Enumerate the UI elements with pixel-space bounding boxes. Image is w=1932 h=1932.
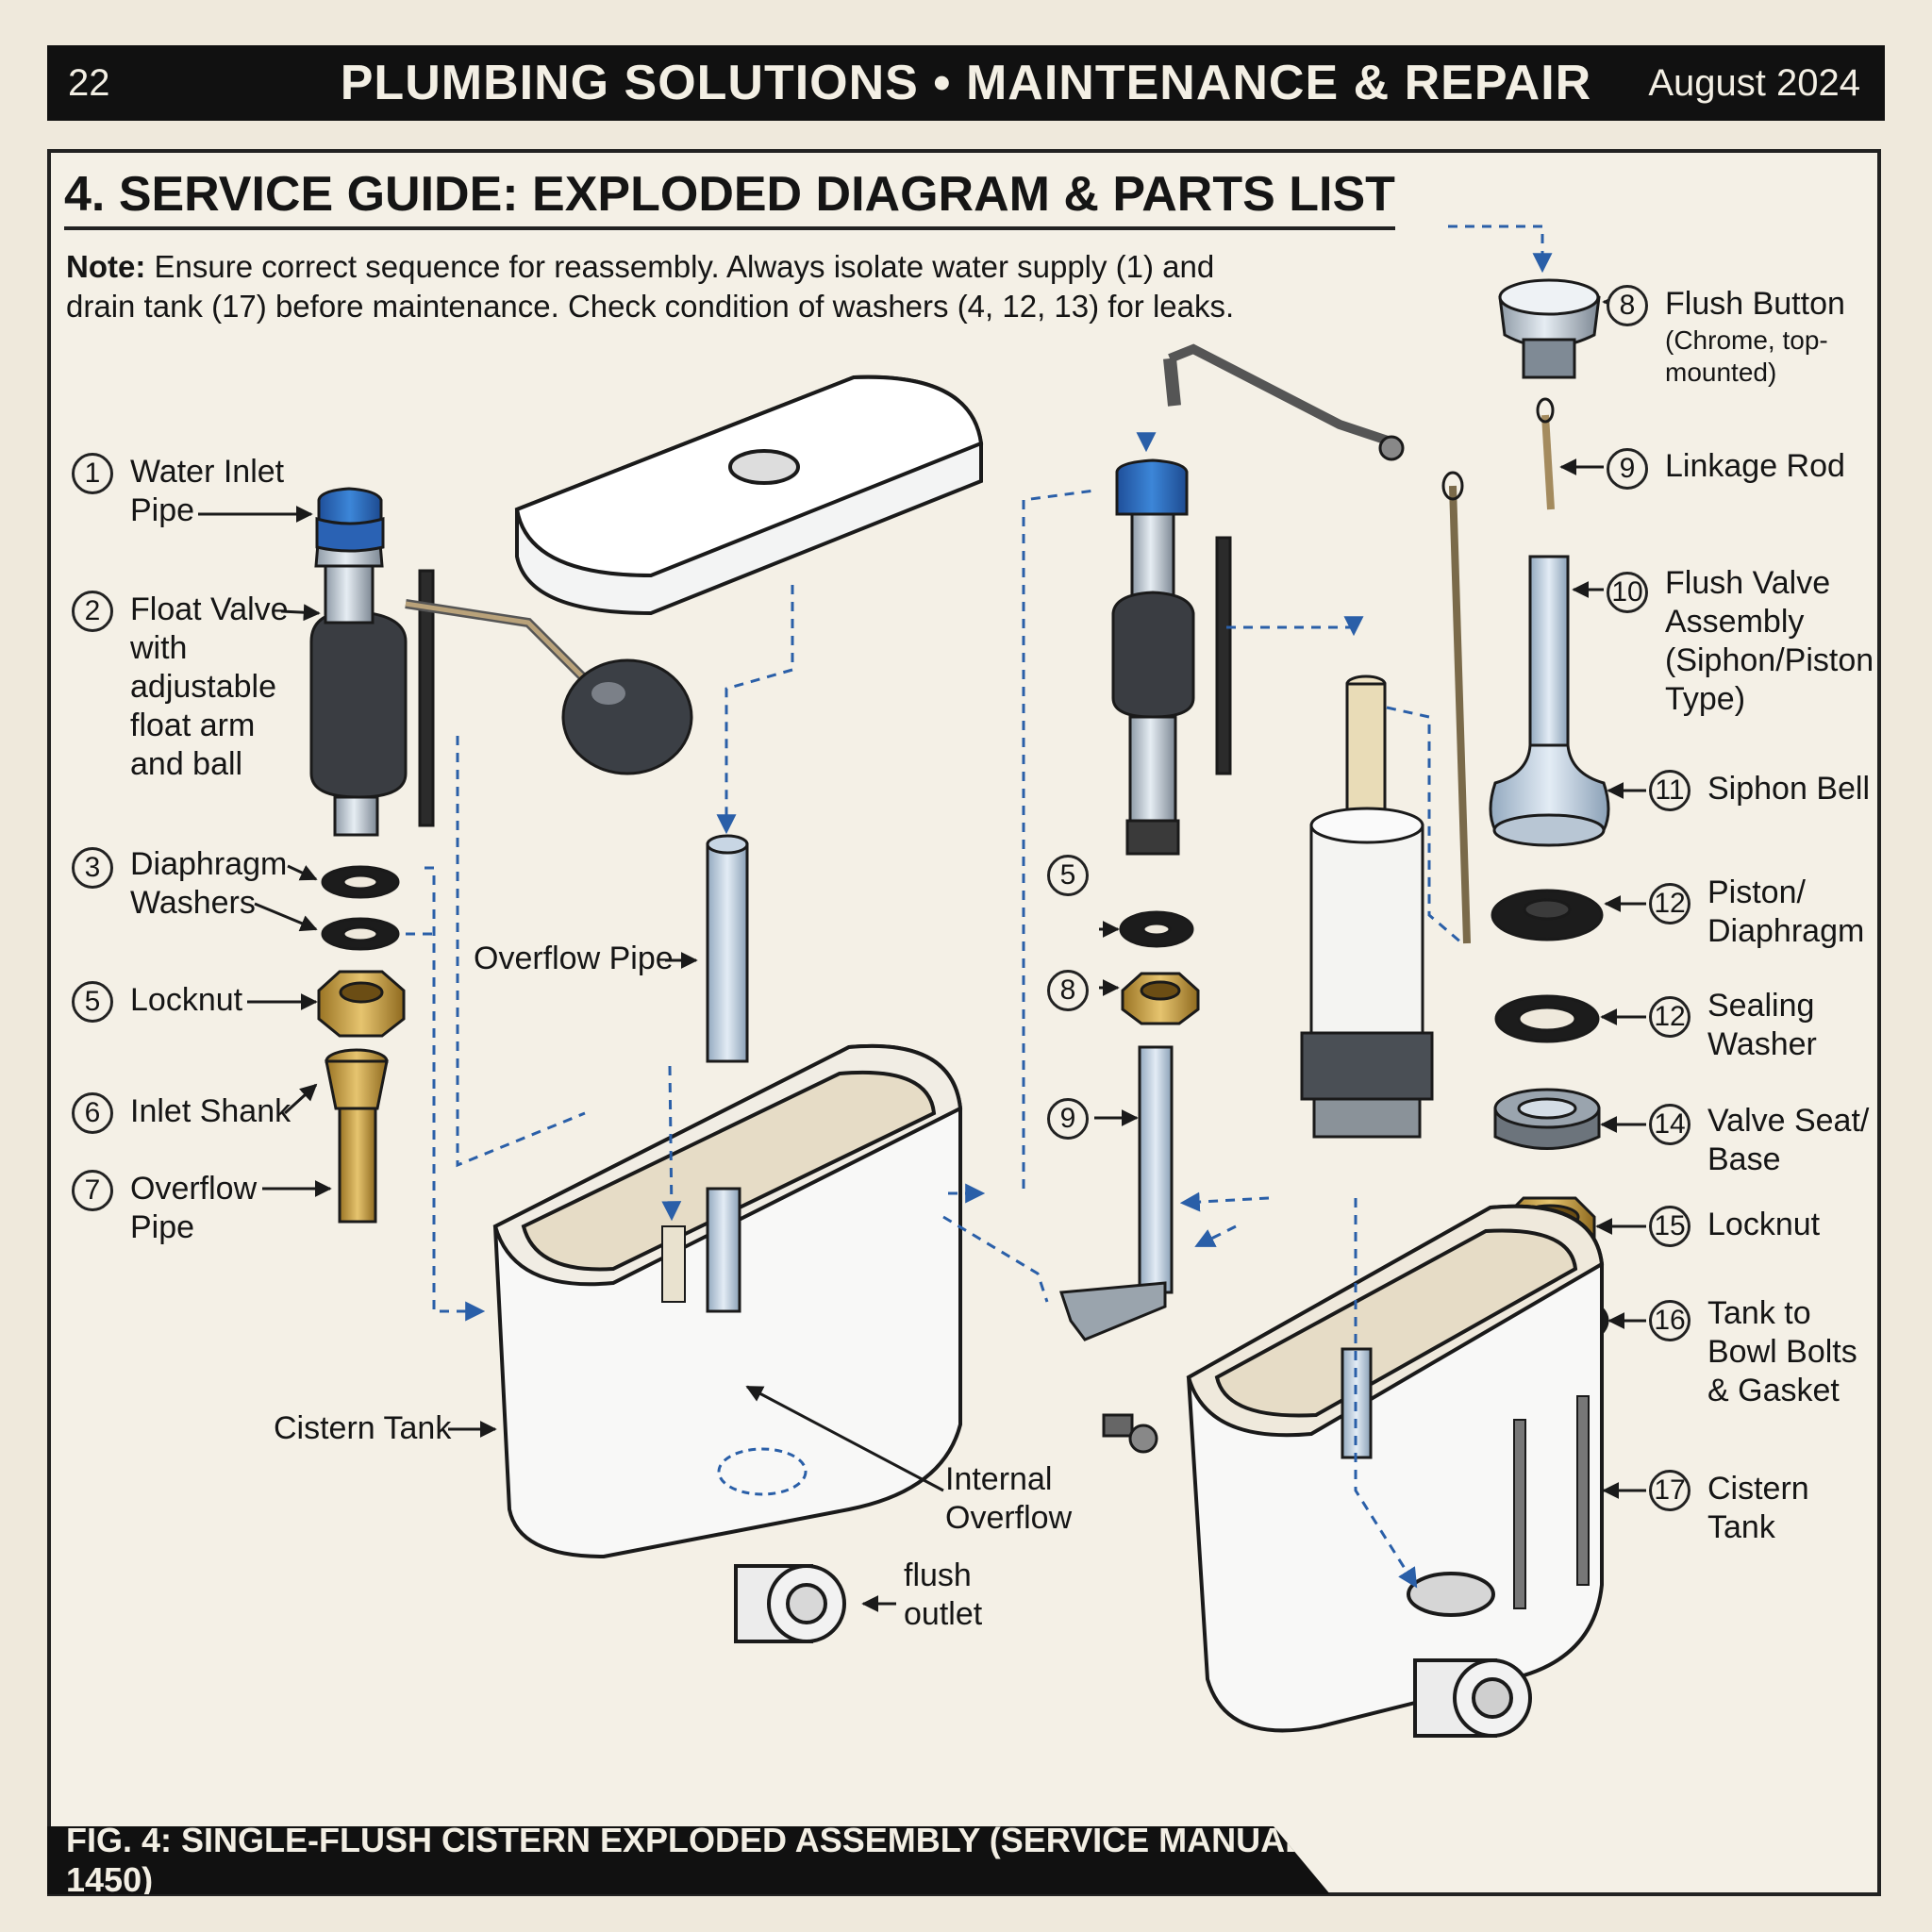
callout-5-center: 5 [1047, 855, 1089, 896]
label-overflow-pipe-left: Overflow Pipe [130, 1171, 258, 1245]
flush-button [1498, 278, 1601, 379]
issue-date: August 2024 [1648, 61, 1860, 104]
callout-12-piston: 12 [1649, 883, 1690, 924]
left-washers [321, 865, 400, 951]
center-linkage [1058, 1045, 1174, 1454]
callout-16: 16 [1649, 1300, 1690, 1341]
callout-5-left: 5 [72, 981, 113, 1023]
label-piston-diaphragm: Piston/ Diaphragm [1707, 874, 1865, 949]
label-float-valve: Float Valve with adjustable float arm an… [130, 591, 289, 782]
flush-valve-siphon [1489, 555, 1610, 847]
callout-12-washer: 12 [1649, 996, 1690, 1038]
label-leaders [198, 293, 1646, 1612]
page-header: 22 PLUMBING SOLUTIONS • MAINTENANCE & RE… [47, 45, 1885, 121]
callout-10: 10 [1607, 572, 1648, 613]
center-washer [1119, 910, 1194, 948]
cistern-tank-right [1186, 1204, 1605, 1738]
callout-9-center: 9 [1047, 1098, 1089, 1140]
callout-8-center: 8 [1047, 970, 1089, 1011]
publication-title: PLUMBING SOLUTIONS • MAINTENANCE & REPAI… [340, 56, 1592, 110]
label-flush-button: Flush Button [1665, 286, 1845, 322]
callout-7: 7 [72, 1170, 113, 1211]
cistern-lid [514, 375, 984, 616]
label-diaphragm-washers: Diaphragm Washers [130, 846, 288, 921]
note-text: Ensure correct sequence for reassembly. … [66, 249, 1235, 324]
label-flush-valve-assembly: Flush Valve Assembly (Siphon/Piston Type… [1665, 565, 1874, 717]
label-internal-overflow: Internal Overflow [945, 1461, 1073, 1536]
right-rod [1441, 471, 1471, 944]
label-tank-bowl-bolts: Tank to Bowl Bolts & Gasket [1707, 1295, 1857, 1408]
left-inlet-shank [325, 1048, 389, 1224]
label-sealing-washer: Sealing Washer [1707, 988, 1817, 1062]
flush-valve-assembly [1300, 675, 1434, 1139]
label-cistern-tank: Cistern Tank [274, 1410, 452, 1446]
note-label: Note: [66, 249, 146, 284]
label-inlet-shank: Inlet Shank [130, 1093, 291, 1129]
callout-3: 3 [72, 847, 113, 889]
callout-14: 14 [1649, 1104, 1690, 1145]
assembly-leaders [406, 225, 1553, 1589]
callout-2: 2 [72, 591, 113, 632]
cistern-tank-left [492, 1043, 963, 1643]
callout-8: 8 [1607, 285, 1648, 326]
page-number: 22 [68, 61, 110, 104]
overflow-pipe-center [706, 834, 749, 1063]
label-water-inlet-pipe: Water Inlet Pipe [130, 454, 285, 528]
callout-17: 17 [1649, 1470, 1690, 1511]
flush-lever [1163, 343, 1405, 461]
callout-1: 1 [72, 453, 113, 494]
left-locknut [317, 970, 406, 1038]
figure-caption: FIG. 4: SINGLE-FLUSH CISTERN EXPLODED AS… [47, 1826, 1330, 1894]
label-valve-seat: Valve Seat/ Base [1707, 1103, 1870, 1177]
label-flush-outlet: flush outlet [904, 1557, 983, 1632]
valve-seat [1493, 1088, 1601, 1150]
label-cistern-tank-right: Cistern Tank [1707, 1471, 1809, 1545]
label-linkage-rod: Linkage Rod [1665, 448, 1845, 484]
label-locknut-left: Locknut [130, 982, 243, 1018]
maintenance-note: Note: Ensure correct sequence for reasse… [66, 247, 1274, 326]
piston-diaphragm [1491, 889, 1604, 941]
callout-6: 6 [72, 1092, 113, 1134]
callout-11: 11 [1649, 770, 1690, 811]
float-valve-center [1111, 458, 1232, 856]
callout-15: 15 [1649, 1206, 1690, 1247]
float-valve-left [309, 487, 693, 837]
center-locknut [1121, 972, 1200, 1025]
linkage-rod-right [1536, 397, 1555, 510]
label-flush-button-sub: (Chrome, top- mounted) [1665, 325, 1828, 387]
sealing-washer [1494, 994, 1600, 1043]
label-siphon-bell: Siphon Bell [1707, 771, 1871, 807]
callout-9: 9 [1607, 448, 1648, 490]
label-overflow-pipe: Overflow Pipe [474, 941, 674, 976]
label-locknut-right: Locknut [1707, 1207, 1821, 1242]
section-title: 4. SERVICE GUIDE: EXPLODED DIAGRAM & PAR… [64, 166, 1395, 230]
